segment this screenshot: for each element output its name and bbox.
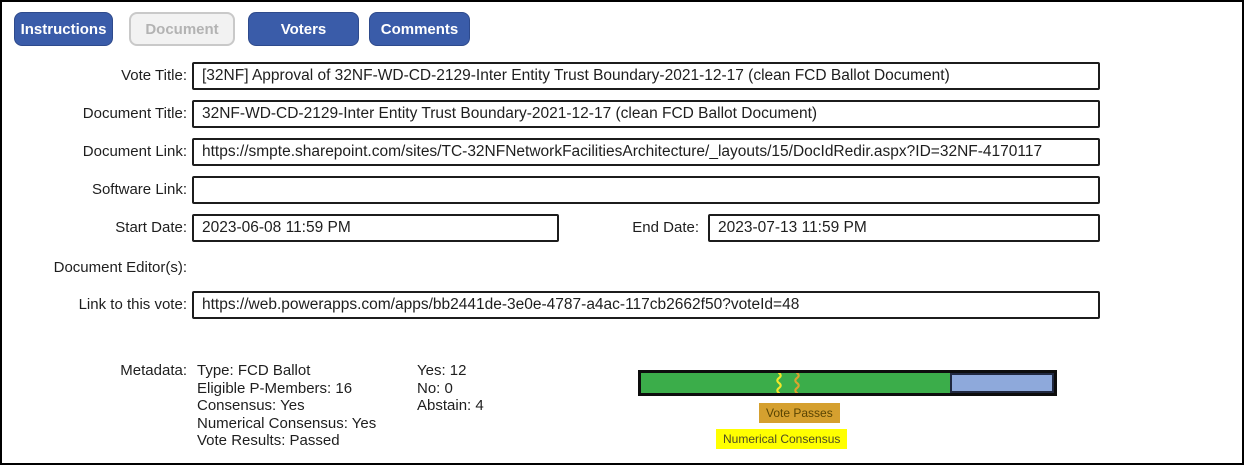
document-title-label: Document Title: [82,105,187,122]
end-date-label: End Date: [632,219,699,236]
numerical-consensus-threshold-line [776,373,782,393]
document-editors-label: Document Editor(s): [53,259,187,276]
voters-button[interactable]: Voters [248,12,359,46]
software-link-input[interactable] [192,176,1100,204]
metadata-consensus: Consensus: Yes [197,397,305,414]
abstain-votes-segment [949,373,1054,393]
vote-result-bar [638,370,1057,396]
metadata-yes-count: Yes: 12 [417,362,467,379]
vote-title-label: Vote Title: [121,67,187,84]
metadata-no-count: No: 0 [417,379,453,397]
metadata-label: Metadata: [120,362,187,379]
metadata-numerical-consensus: Numerical Consensus: Yes [197,414,377,432]
vote-title-input[interactable] [192,62,1100,90]
document-link-input[interactable] [192,138,1100,166]
vote-link-label: Link to this vote: [78,296,187,313]
vote-link-input[interactable] [192,291,1100,319]
metadata-type: Type: FCD Ballot [197,362,311,379]
vote-passes-badge: Vote Passes [759,403,840,423]
instructions-button[interactable]: Instructions [14,12,113,46]
end-date-input[interactable] [708,214,1100,242]
metadata-vote-results: Vote Results: Passed [197,432,340,449]
metadata-abstain-count: Abstain: 4 [417,397,484,414]
software-link-label: Software Link: [91,181,187,198]
vote-passes-threshold-line [794,373,800,393]
document-title-input[interactable] [192,100,1100,128]
numerical-consensus-badge: Numerical Consensus [716,429,848,449]
yes-votes-segment [641,373,950,393]
metadata-eligible-members: Eligible P-Members: 16 [197,379,353,397]
start-date-label: Start Date: [115,219,187,236]
comments-button[interactable]: Comments [369,12,470,46]
start-date-input[interactable] [192,214,559,242]
metadata-column-2: Yes: 12 No: 0 Abstain: 4 [417,362,484,415]
metadata-column-1: Type: FCD Ballot Eligible P-Members: 16 … [197,362,376,450]
document-link-label: Document Link: [82,143,187,160]
document-button[interactable]: Document [129,12,235,46]
